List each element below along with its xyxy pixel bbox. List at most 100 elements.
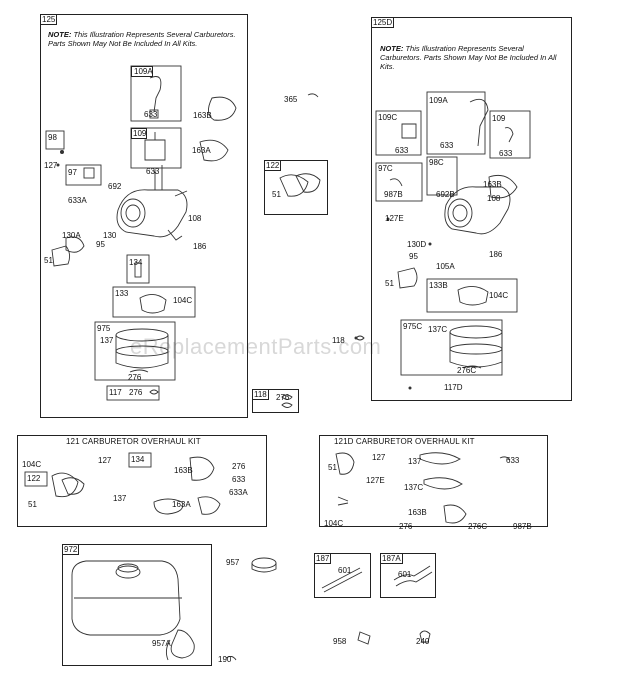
panel-187a-id: 187A <box>380 553 403 564</box>
part-label-633a: 633A <box>68 196 87 205</box>
part-label-276: 276 <box>276 393 290 402</box>
panel-118-id: 118 <box>252 389 269 400</box>
part-label-601: 601 <box>398 570 412 579</box>
part-label-134: 134 <box>131 455 145 464</box>
part-label-957: 957 <box>226 558 240 567</box>
panel-187a <box>380 553 436 598</box>
part-label-692: 692 <box>108 182 122 191</box>
part-label-104c: 104C <box>173 296 193 305</box>
part-label-133: 133 <box>115 289 129 298</box>
part-label-134: 134 <box>129 258 143 267</box>
panel-125 <box>40 14 248 418</box>
part-label-133b: 133B <box>429 281 448 290</box>
part-label-633: 633 <box>146 167 160 176</box>
part-label-987b: 987B <box>513 522 532 531</box>
part-label-130d: 130D <box>407 240 427 249</box>
part-label-958: 958 <box>333 637 347 646</box>
part-label-109c: 109C <box>378 113 398 122</box>
part-label-51: 51 <box>272 190 281 199</box>
part-label-276c: 276C <box>468 522 488 531</box>
part-label-276: 276 <box>399 522 413 531</box>
part-label-117d: 117D <box>444 383 463 392</box>
part-label-104c: 104C <box>489 291 509 300</box>
part-label-633: 633 <box>499 149 513 158</box>
part-label-276c: 276C <box>457 366 477 375</box>
part-label-163b: 163B <box>174 466 193 475</box>
part-label-633a: 633A <box>229 488 248 497</box>
panel-187-id: 187 <box>314 553 332 564</box>
part-label-118: 118 <box>332 336 345 345</box>
part-label-95: 95 <box>409 252 418 261</box>
panel-125-id: 125 <box>40 14 58 25</box>
part-label-95: 95 <box>96 240 105 249</box>
note-bold: NOTE: <box>380 44 404 53</box>
part-label-127e: 127E <box>366 476 385 485</box>
part-label-127e: 127E <box>385 214 404 223</box>
part-label-98: 98 <box>48 133 57 142</box>
part-label-127: 127 <box>372 453 386 462</box>
part-label-105a: 105A <box>436 262 455 271</box>
part-label-633: 633 <box>144 110 158 119</box>
part-label-163b: 163B <box>193 111 212 120</box>
part-label-163b: 163B <box>408 508 427 517</box>
part-label-97c: 97C <box>378 164 393 173</box>
part-label-130a: 130A <box>62 231 81 240</box>
part-label-51: 51 <box>44 256 53 265</box>
panel-125-note: NOTE: This Illustration Represents Sever… <box>48 30 243 48</box>
panel-972-id: 972 <box>62 544 80 555</box>
note-bold: NOTE: <box>48 30 72 39</box>
part-label-633: 633 <box>440 141 454 150</box>
part-label-108: 108 <box>487 194 501 203</box>
part-label-137: 137 <box>100 336 114 345</box>
part-label-109a: 109A <box>429 96 448 105</box>
part-label-98c: 98C <box>429 158 444 167</box>
panel-122-id: 122 <box>264 160 282 171</box>
part-label-190: 190 <box>218 655 232 664</box>
part-label-109a: 109A <box>134 67 153 76</box>
part-label-601: 601 <box>338 566 352 575</box>
kit-121-title: 121 CARBURETOR OVERHAUL KIT <box>66 437 201 446</box>
watermark: eReplacementParts.com <box>130 334 382 359</box>
part-label-186: 186 <box>489 250 503 259</box>
part-label-117: 117 <box>109 388 122 397</box>
part-label-127: 127 <box>44 161 58 170</box>
part-label-137c: 137C <box>428 325 448 334</box>
panel-972 <box>62 544 212 666</box>
part-label-130: 130 <box>103 231 117 240</box>
part-label-975: 975 <box>97 324 111 333</box>
part-label-137: 137 <box>408 457 422 466</box>
part-label-975c: 975C <box>403 322 423 331</box>
part-label-51: 51 <box>328 463 337 472</box>
part-label-104c: 104C <box>22 460 42 469</box>
part-label-97: 97 <box>68 168 77 177</box>
panel-125d <box>371 17 572 401</box>
part-label-51: 51 <box>385 279 394 288</box>
part-label-127: 127 <box>98 456 112 465</box>
part-label-122: 122 <box>27 474 41 483</box>
part-label-186: 186 <box>193 242 207 251</box>
part-label-163a: 163A <box>192 146 211 155</box>
panel-125d-id: 125D <box>371 17 395 28</box>
panel-122 <box>264 160 328 215</box>
panel-187 <box>314 553 371 598</box>
part-label-104c: 104C <box>324 519 344 528</box>
part-label-109: 109 <box>133 129 147 138</box>
kit-121d-title: 121D CARBURETOR OVERHAUL KIT <box>334 437 475 446</box>
panel-118 <box>252 389 299 413</box>
part-label-276: 276 <box>128 373 142 382</box>
callout-box-109a <box>131 66 153 77</box>
part-label-633: 633 <box>232 475 246 484</box>
part-label-137: 137 <box>113 494 127 503</box>
part-label-109: 109 <box>492 114 506 123</box>
part-label-365: 365 <box>284 95 298 104</box>
panel-kit-121 <box>17 435 267 527</box>
note-text: This Illustration Represents Several Car… <box>380 44 557 71</box>
part-label-633: 633 <box>506 456 520 465</box>
part-label-163b: 163B <box>483 180 502 189</box>
part-label-987b: 987B <box>384 190 403 199</box>
part-label-240: 240 <box>416 637 430 646</box>
part-label-163a: 163A <box>172 500 191 509</box>
part-label-276: 276 <box>232 462 246 471</box>
part-label-633: 633 <box>395 146 409 155</box>
